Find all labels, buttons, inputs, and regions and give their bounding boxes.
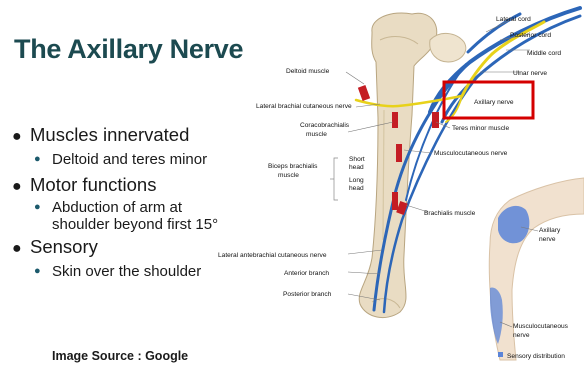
label-musculocutaneous-nerve: Musculocutaneous nerve bbox=[434, 150, 508, 157]
scapula-shape bbox=[430, 33, 466, 62]
label-teres-minor-muscle: Teres minor muscle bbox=[452, 125, 509, 132]
label-inset-axillary: Axillary bbox=[539, 227, 561, 234]
label-anterior-branch: Anterior branch bbox=[284, 270, 329, 277]
label-lateral-antebrachial: Lateral antebrachial cutaneous nerve bbox=[218, 252, 327, 259]
label-middle-cord: Middle cord bbox=[527, 50, 561, 57]
label-brachialis-muscle: Brachialis muscle bbox=[424, 210, 476, 217]
label-short-head-2: head bbox=[349, 164, 364, 171]
inset-arm-outline bbox=[489, 178, 584, 360]
label-short-head: Short bbox=[349, 156, 365, 163]
label-posterior-branch: Posterior branch bbox=[283, 291, 332, 298]
label-long-head: Long bbox=[349, 177, 364, 184]
label-posterior-cord: Posterior cord bbox=[510, 32, 551, 39]
label-biceps-2: muscle bbox=[278, 172, 299, 179]
label-sensory-distribution: Sensory distribution bbox=[507, 353, 565, 360]
label-axillary-nerve: Axillary nerve bbox=[474, 99, 514, 106]
label-lateral-cord: Lateral cord bbox=[496, 16, 531, 23]
label-ulnar-nerve: Ulnar nerve bbox=[513, 70, 547, 77]
sensory-legend-swatch bbox=[498, 352, 503, 357]
label-biceps: Biceps brachialis bbox=[268, 163, 318, 170]
label-long-head-2: head bbox=[349, 185, 364, 192]
label-coracobrachialis-2: muscle bbox=[306, 131, 327, 138]
label-inset-axillary-2: nerve bbox=[539, 236, 556, 243]
label-lateral-brachial-cutaneous: Lateral brachial cutaneous nerve bbox=[256, 103, 352, 110]
label-inset-musculocutaneous: Musculocutaneous bbox=[513, 323, 569, 330]
sensory-distribution-inset bbox=[489, 178, 584, 360]
label-coracobrachialis: Coracobrachialis bbox=[300, 122, 350, 129]
label-deltoid-muscle: Deltoid muscle bbox=[286, 68, 330, 75]
biceps-bracket bbox=[330, 158, 338, 200]
label-inset-musculocutaneous-2: nerve bbox=[513, 332, 530, 339]
